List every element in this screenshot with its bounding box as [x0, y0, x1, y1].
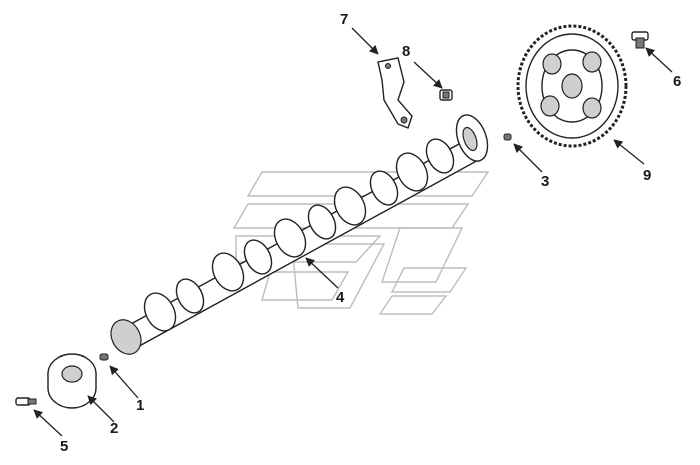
gear-bolt [631, 31, 649, 49]
callout-8: 8 [402, 43, 410, 60]
watermark-logo [232, 171, 490, 315]
leader-lines [33, 27, 673, 437]
callout-9: 9 [643, 167, 651, 184]
callout-2: 2 [110, 420, 118, 437]
thrust-collar [47, 353, 97, 409]
collar-bolt [15, 397, 37, 406]
camshaft-bracket [377, 57, 413, 129]
callout-3: 3 [541, 173, 549, 190]
bracket-bolt [439, 89, 453, 101]
callout-labels: 1 2 3 4 5 6 7 8 9 [60, 11, 681, 455]
callout-7: 7 [340, 11, 348, 28]
woodruff-key [99, 353, 109, 361]
callout-6: 6 [673, 73, 681, 90]
camshaft [110, 114, 489, 355]
callout-5: 5 [60, 438, 68, 455]
camshaft-gear [516, 24, 628, 148]
callout-1: 1 [136, 397, 144, 414]
dowel-pin [503, 133, 512, 141]
callout-4: 4 [336, 289, 345, 306]
